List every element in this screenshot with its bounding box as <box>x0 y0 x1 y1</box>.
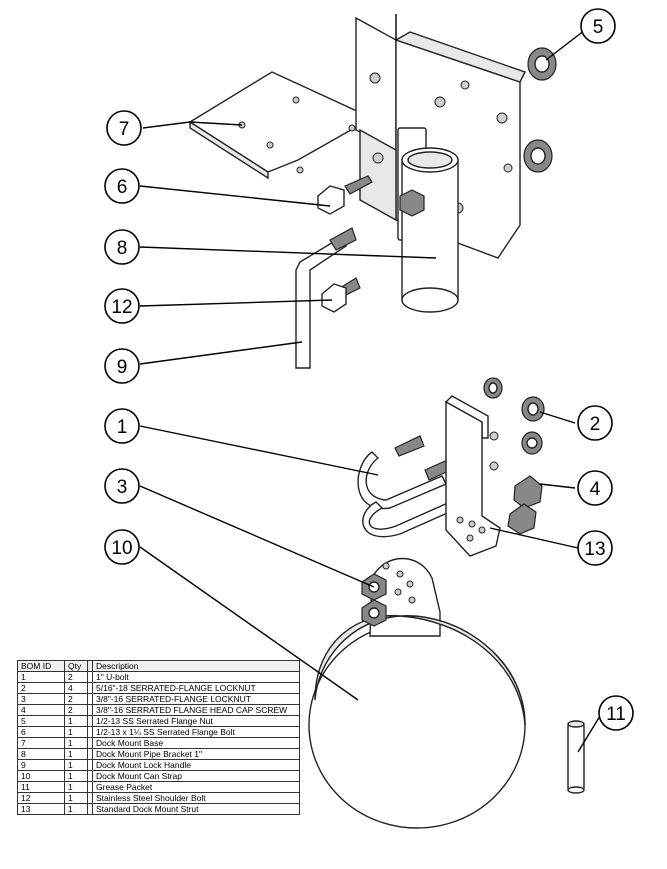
description-cell: 1/2-13 SS Serrated Flange Nut <box>92 715 300 727</box>
description-cell: 1/2-13 x 1¼ SS Serrated Flange Bolt <box>92 726 300 738</box>
callout-4: 4 <box>577 470 613 506</box>
callout-9: 9 <box>104 348 140 384</box>
qty-cell: 1 <box>64 759 88 771</box>
description-cell: 1" U-bolt <box>92 671 300 683</box>
dock-mount-strut <box>444 395 501 557</box>
callout-7: 7 <box>106 110 142 146</box>
callout-10: 10 <box>104 529 140 565</box>
serrated-flange-nut <box>523 47 557 173</box>
qty-cell: 1 <box>64 748 88 760</box>
table-header-row: BOM ID Qty Description <box>17 660 300 672</box>
pipe-bracket <box>397 127 459 313</box>
svg-text:3: 3 <box>117 477 128 498</box>
bom-id-cell: 1 <box>17 671 65 683</box>
callout-2: 2 <box>577 405 613 441</box>
svg-text:9: 9 <box>117 357 128 378</box>
svg-text:6: 6 <box>117 177 128 198</box>
qty-cell: 1 <box>64 792 88 804</box>
callout-3: 3 <box>104 468 140 504</box>
flange-head-cap-screw <box>507 475 543 535</box>
qty-cell: 4 <box>64 682 88 694</box>
description-cell: Dock Mount Can Strap <box>92 770 300 782</box>
svg-text:5: 5 <box>593 17 604 38</box>
callout-12: 12 <box>104 288 140 324</box>
grease-packet <box>567 720 585 794</box>
bom-id-cell: 6 <box>17 726 65 738</box>
bom-id-cell: 9 <box>17 759 65 771</box>
flange-locknut <box>483 377 545 455</box>
qty-cell: 1 <box>64 803 88 815</box>
qty-cell: 1 <box>64 770 88 782</box>
qty-cell: 2 <box>64 693 88 705</box>
callout-1: 1 <box>104 408 140 444</box>
description-cell: Grease Packet <box>92 781 300 793</box>
description-cell: 3/8"-16 SERRATED-FLANGE LOCKNUT <box>92 693 300 705</box>
svg-text:8: 8 <box>117 238 128 259</box>
description-cell: Stainless Steel Shoulder Bolt <box>92 792 300 804</box>
svg-text:12: 12 <box>111 297 132 318</box>
bom-id-cell: 3 <box>17 693 65 705</box>
bom-id-cell: 4 <box>17 704 65 716</box>
qty-cell: 2 <box>64 671 88 683</box>
svg-text:7: 7 <box>119 119 130 140</box>
bom-id-cell: 7 <box>17 737 65 749</box>
qty-cell: 1 <box>64 781 88 793</box>
flange-bolt <box>317 175 373 215</box>
description-cell: 3/8"-16 SERRATED FLANGE HEAD CAP SCREW <box>92 704 300 716</box>
lock-handle <box>295 227 357 369</box>
description-cell: Standard Dock Mount Strut <box>92 803 300 815</box>
bom-id-cell: 11 <box>17 781 65 793</box>
qty-cell: 2 <box>64 704 88 716</box>
description-cell: Dock Mount Base <box>92 737 300 749</box>
svg-text:4: 4 <box>590 479 601 500</box>
callout-11: 11 <box>598 695 634 731</box>
leader-lines <box>139 29 601 753</box>
callout-6: 6 <box>104 168 140 204</box>
description-cell: 5/16"-18 SERRATED-FLANGE LOCKNUT <box>92 682 300 694</box>
svg-text:10: 10 <box>111 538 132 559</box>
column-header-bom-id: BOM ID <box>17 660 65 672</box>
svg-text:13: 13 <box>584 539 605 560</box>
can-strap <box>308 557 526 829</box>
callout-13: 13 <box>577 530 613 566</box>
bom-id-cell: 12 <box>17 792 65 804</box>
column-header-qty: Qty <box>64 660 88 672</box>
bom-id-cell: 13 <box>17 803 65 815</box>
svg-text:11: 11 <box>606 704 626 725</box>
column-header-description: Description <box>92 660 300 672</box>
qty-cell: 1 <box>64 737 88 749</box>
svg-text:1: 1 <box>117 417 128 438</box>
qty-cell: 1 <box>64 715 88 727</box>
dock-mount-base <box>188 71 374 180</box>
u-bolt <box>357 435 456 538</box>
qty-cell: 1 <box>64 726 88 738</box>
svg-text:2: 2 <box>590 414 601 435</box>
bom-id-cell: 8 <box>17 748 65 760</box>
description-cell: Dock Mount Pipe Bracket 1" <box>92 748 300 760</box>
bom-id-cell: 2 <box>17 682 65 694</box>
description-cell: Dock Mount Lock Handle <box>92 759 300 771</box>
callout-5: 5 <box>580 8 616 44</box>
bom-id-cell: 10 <box>17 770 65 782</box>
bom-id-cell: 5 <box>17 715 65 727</box>
shoulder-bolt <box>321 277 361 313</box>
callout-8: 8 <box>104 229 140 265</box>
